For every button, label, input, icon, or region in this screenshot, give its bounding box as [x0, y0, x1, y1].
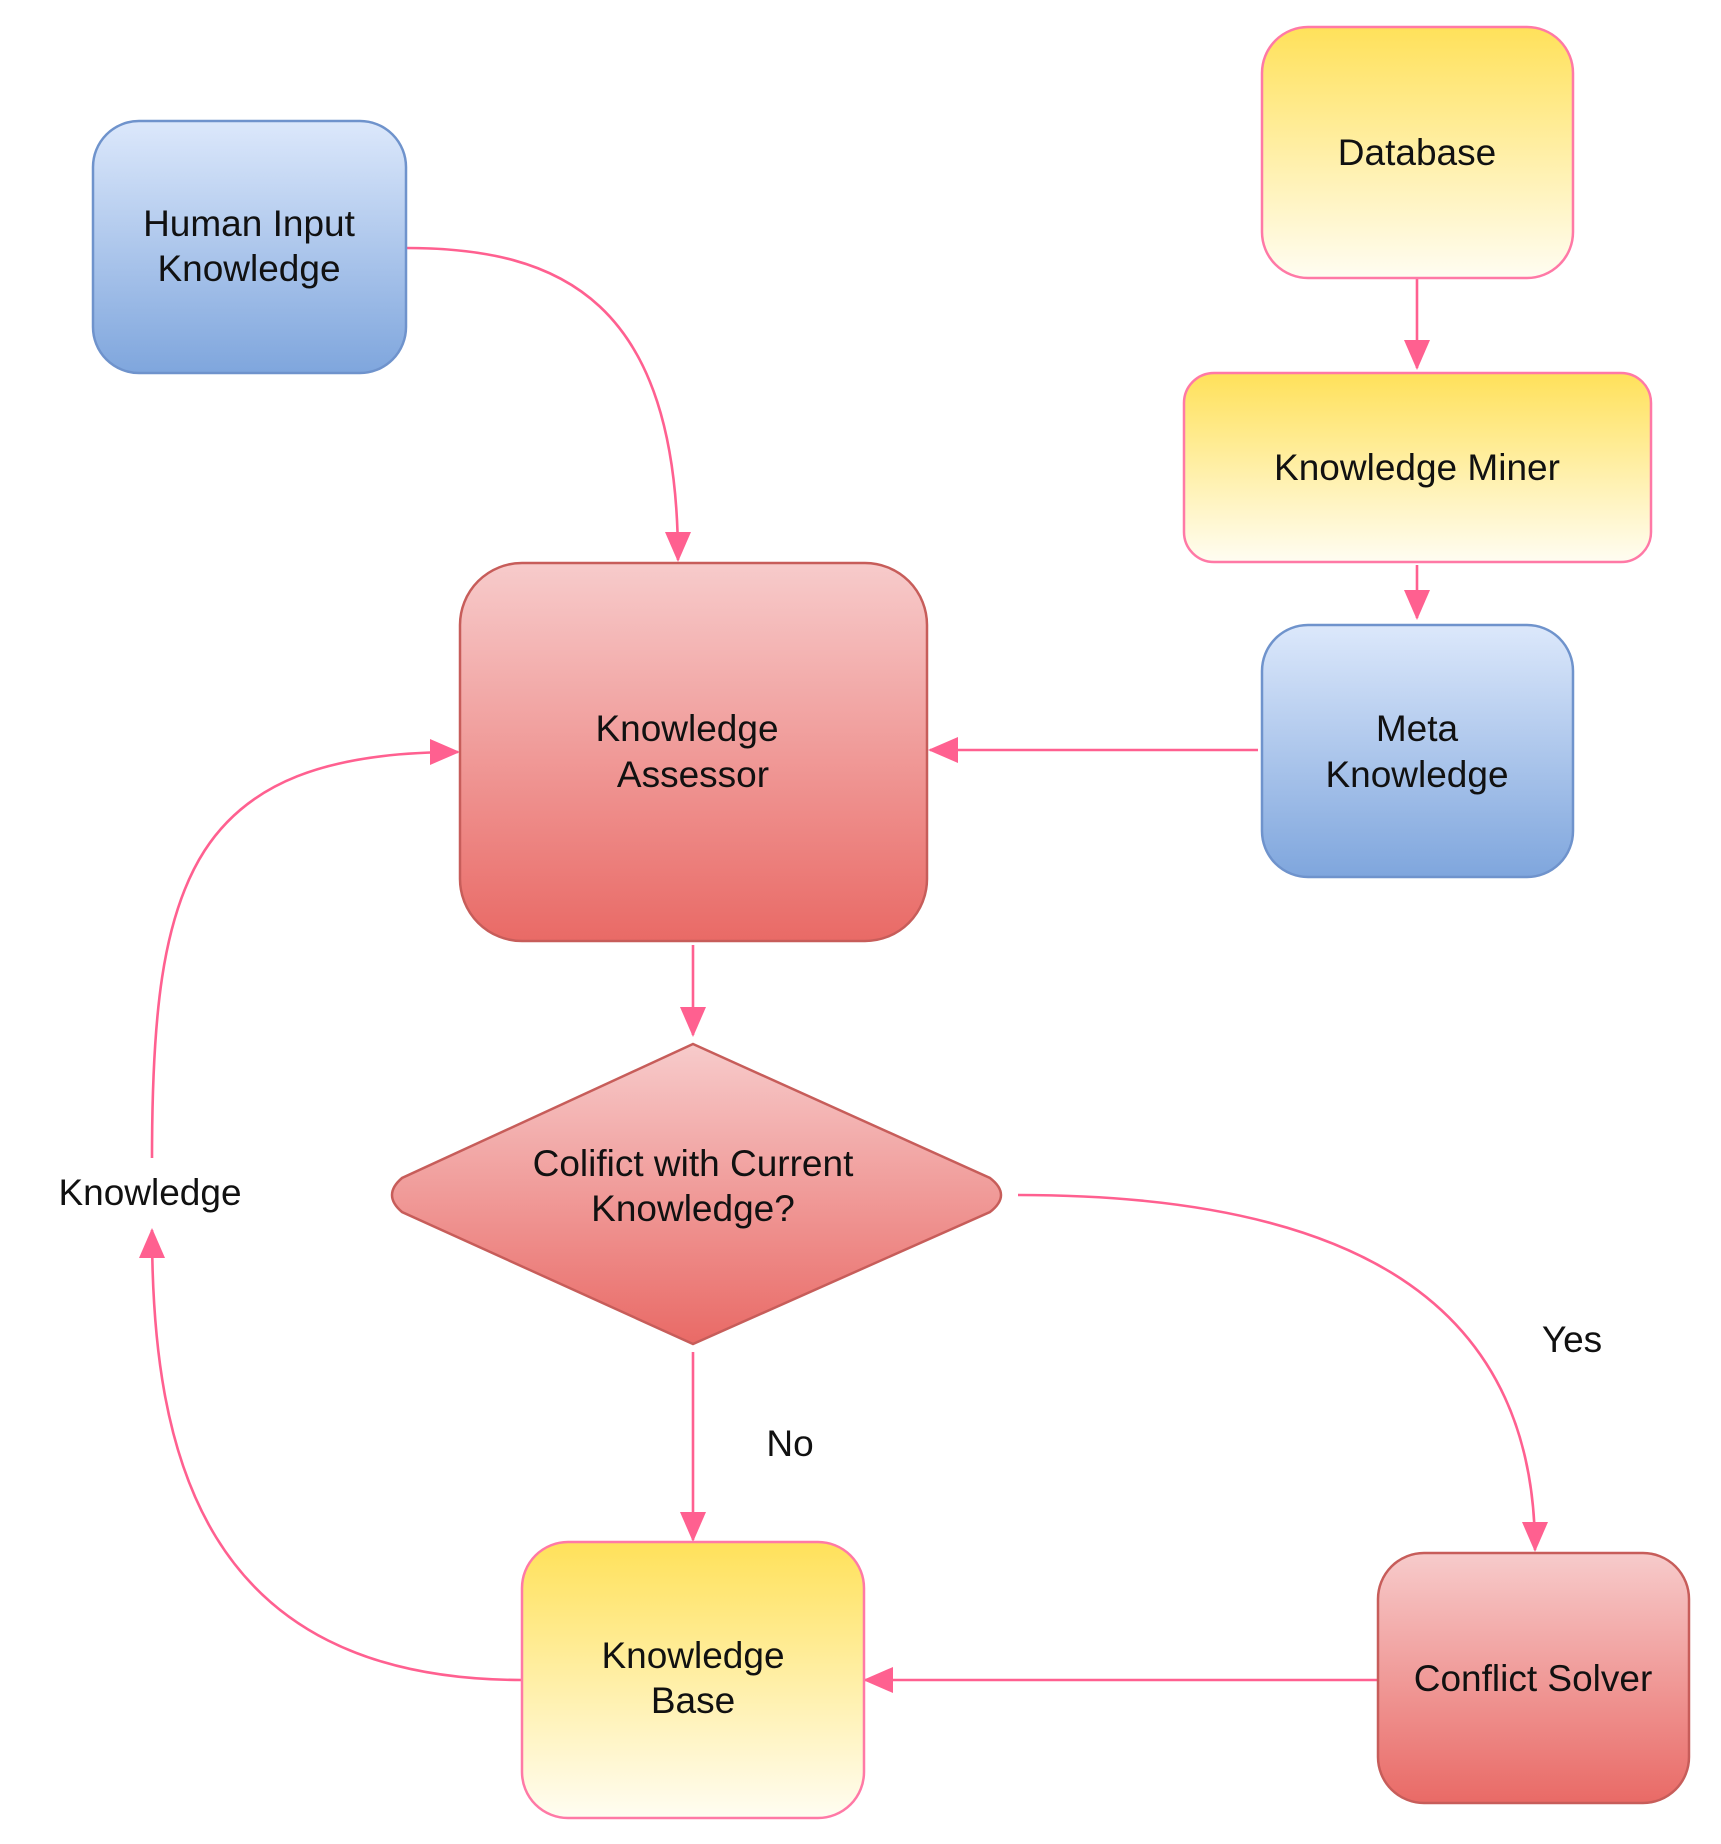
edge-label-yes: Yes — [1542, 1319, 1602, 1360]
edge-knowledge-label-to-assessor — [150, 739, 460, 1159]
knowledge-miner-label: Knowledge Miner — [1274, 447, 1560, 488]
knowledge-assessor-label-line1: Knowledge — [595, 708, 778, 749]
conflict-solver-node: Conflict Solver — [1376, 1551, 1691, 1805]
conflict-decision-label-line2: Knowledge? — [591, 1188, 795, 1229]
meta-knowledge-label-line2: Knowledge — [1325, 754, 1508, 795]
meta-knowledge-node: Meta Knowledge — [1260, 623, 1575, 879]
knowledge-base-node: Knowledge Base — [520, 1540, 866, 1820]
edge-human-input-to-assessor — [405, 246, 691, 562]
human-input-node: Human Input Knowledge — [91, 119, 408, 375]
conflict-decision-node: Colifict with Current Knowledge? — [390, 1042, 1003, 1346]
knowledge-base-label-line1: Knowledge — [601, 1635, 784, 1676]
knowledge-assessor-node: Knowledge Assessor — [458, 561, 929, 943]
database-node: Database — [1260, 25, 1575, 280]
knowledge-base-label-line2: Base — [651, 1680, 735, 1721]
edge-base-to-knowledge-label — [139, 1228, 523, 1682]
knowledge-assessor-label-line2: Assessor — [617, 754, 769, 795]
conflict-decision-label-line1: Colifict with Current — [533, 1143, 854, 1184]
human-input-label-line1: Human Input — [143, 203, 356, 244]
knowledge-miner-node: Knowledge Miner — [1182, 371, 1653, 564]
edge-label-no: No — [766, 1423, 813, 1464]
human-input-label-line2: Knowledge — [157, 248, 340, 289]
meta-knowledge-label-line1: Meta — [1376, 708, 1459, 749]
conflict-solver-label: Conflict Solver — [1414, 1658, 1653, 1699]
edge-decision-yes-to-solver — [1017, 1193, 1548, 1552]
database-label: Database — [1338, 132, 1496, 173]
edge-label-knowledge: Knowledge — [58, 1172, 241, 1213]
edges — [139, 246, 1548, 1693]
